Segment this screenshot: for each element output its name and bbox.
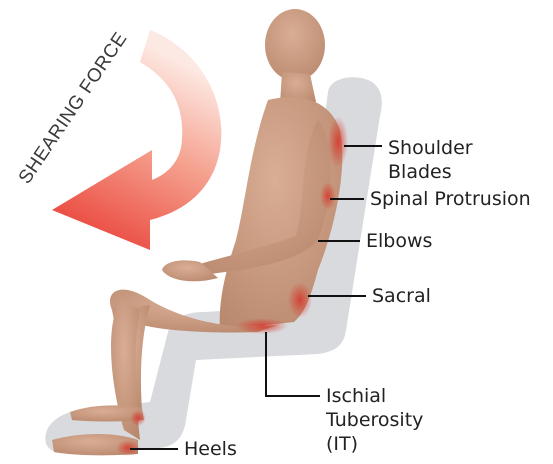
label-spinal-protrusion: Spinal Protrusion <box>370 187 531 211</box>
pressure-ischial <box>236 318 288 334</box>
label-ischial-line3: (IT) <box>326 432 423 456</box>
label-ischial-tuberosity: Ischial Tuberosity (IT) <box>326 384 423 456</box>
shearing-force-arrow: SHEARING FORCE <box>15 28 222 250</box>
label-heels: Heels <box>184 437 237 461</box>
pressure-heel-rear <box>130 410 146 426</box>
label-shoulder-line2: Blades <box>388 160 473 184</box>
pressure-shoulder <box>328 116 348 168</box>
head <box>265 9 325 81</box>
label-sacral: Sacral <box>372 284 431 308</box>
label-ischial-line1: Ischial <box>326 384 423 408</box>
label-elbows: Elbows <box>366 229 432 253</box>
pressure-sacral <box>288 282 312 318</box>
label-ischial-line2: Tuberosity <box>326 408 423 432</box>
label-shoulder-line1: Shoulder <box>388 136 473 160</box>
shearing-force-label: SHEARING FORCE <box>15 28 132 187</box>
pressure-spine <box>320 182 336 210</box>
label-shoulder-blades: Shoulder Blades <box>388 136 473 184</box>
